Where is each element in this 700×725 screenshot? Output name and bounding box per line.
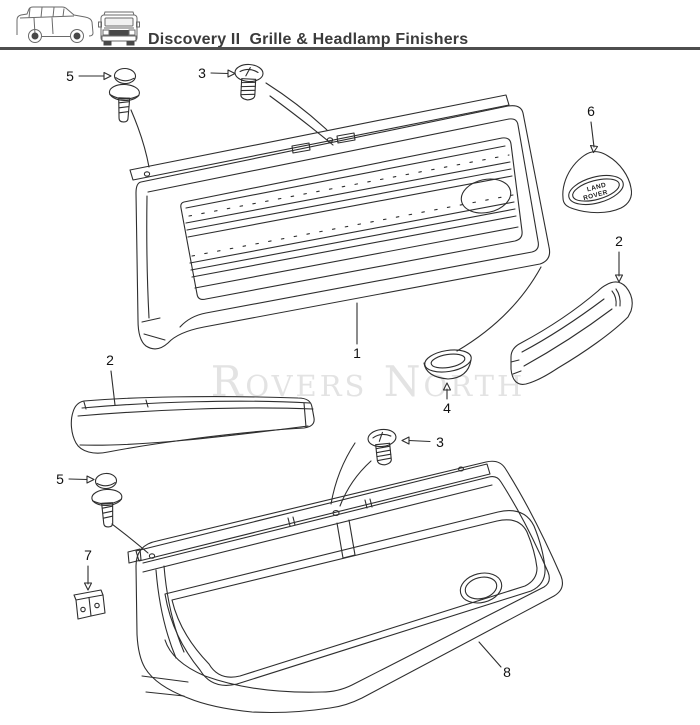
callout-6: 6: [587, 103, 599, 154]
page-title: Discovery II Grille & Headlamp Finishers: [148, 31, 469, 48]
part-land-rover-badge: LAND ROVER: [562, 151, 633, 214]
callout-4: 4: [442, 382, 451, 416]
callout-label: 2: [615, 233, 623, 249]
part-push-clip-lower: [90, 472, 124, 529]
part-badge-plug: [423, 349, 472, 380]
part-headlamp-finisher-right: [510, 281, 633, 385]
leader-lines: [111, 82, 542, 554]
callout-5-lower: 5: [56, 471, 95, 487]
callout-label: 1: [353, 345, 361, 361]
callout-label: 6: [587, 103, 595, 119]
callout-label: 5: [66, 68, 74, 84]
part-grille-early: [129, 94, 551, 350]
callout-3-upper: 3: [198, 65, 236, 81]
header-rule: [0, 47, 700, 50]
callout-label: 7: [84, 547, 92, 563]
part-headlamp-finisher-left: [70, 396, 315, 454]
part-screw-lower: [366, 427, 400, 467]
callout-5-upper: 5: [66, 68, 112, 84]
callout-label: 5: [56, 471, 64, 487]
callout-label: 3: [198, 65, 206, 81]
discovery-side-view-icon: [16, 6, 94, 43]
badge-text-land: LAND: [586, 182, 607, 194]
part-push-clip-upper: [107, 67, 141, 124]
part-grille-facelift: [127, 460, 563, 714]
part-mounting-bracket: [73, 589, 106, 620]
callout-label: 2: [106, 352, 114, 368]
callout-label: 8: [503, 664, 511, 680]
discovery-front-view-icon: [98, 11, 140, 46]
part-screw-upper: [233, 63, 264, 102]
rovers-north-watermark: Rovers North: [211, 357, 526, 406]
callout-2-left: 2: [106, 352, 116, 406]
callout-3-lower: 3: [401, 434, 444, 450]
callout-8: 8: [478, 641, 511, 680]
callout-label: 3: [436, 434, 444, 450]
callout-2-right: 2: [614, 233, 623, 283]
callout-7: 7: [83, 547, 92, 591]
callout-1: 1: [353, 302, 361, 361]
callout-label: 4: [443, 400, 451, 416]
